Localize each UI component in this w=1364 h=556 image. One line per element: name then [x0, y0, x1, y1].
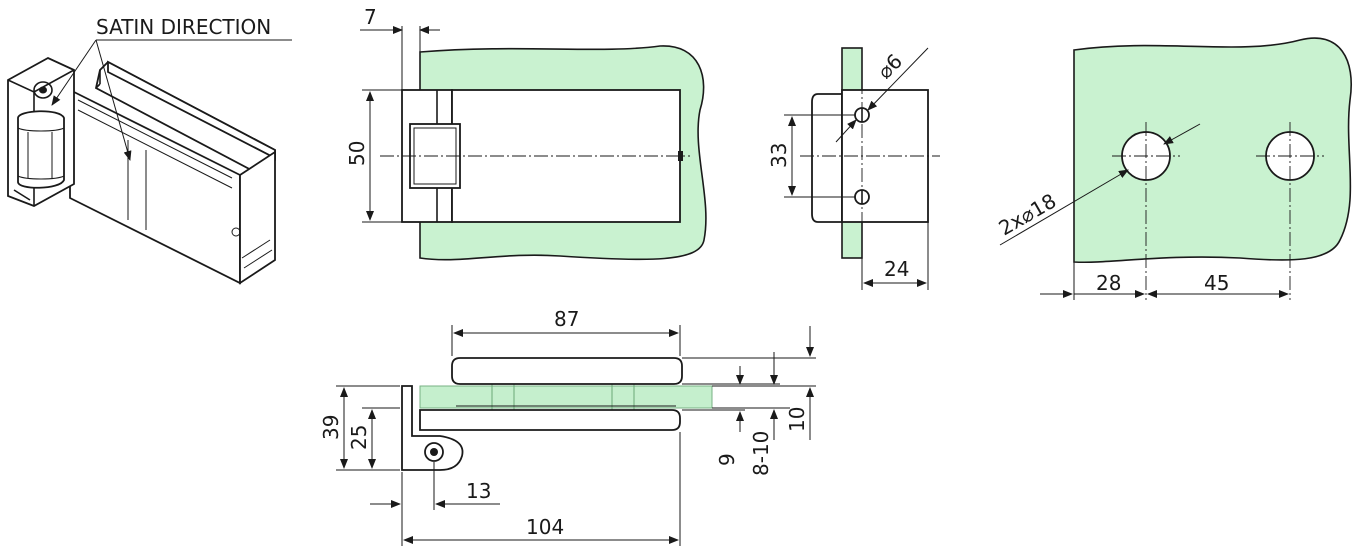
dim-glass-holes: 2x⌀18	[995, 189, 1061, 241]
dim-length-104: 104	[526, 515, 564, 539]
dim-gap-9: 9	[715, 453, 739, 466]
dim-hole-diameter: ⌀6	[873, 49, 907, 83]
dim-glass-thickness: 8-10	[749, 431, 773, 476]
dim-pivot-13: 13	[466, 479, 491, 503]
dim-top-offset: 7	[364, 5, 377, 29]
front-view: 7 50	[345, 5, 707, 261]
dim-height-50: 50	[345, 141, 369, 166]
isometric-view: SATIN DIRECTION	[7, 15, 292, 285]
dim-plate-10: 10	[785, 407, 809, 432]
dim-height-25: 25	[347, 425, 371, 450]
dim-length-87: 87	[554, 307, 579, 331]
top-view: 87 39 25 13 104 9 8-10	[319, 307, 816, 546]
satin-direction-label: SATIN DIRECTION	[96, 15, 271, 39]
dim-depth-24: 24	[884, 257, 909, 281]
side-view: 33 ⌀6 24	[767, 47, 940, 290]
dim-glass-edge: 28	[1096, 271, 1121, 295]
dim-height-39: 39	[319, 415, 343, 440]
dim-hole-spacing: 33	[767, 143, 791, 168]
dim-glass-spacing: 45	[1204, 271, 1229, 295]
glass-hole-view: 2x⌀18 28 45	[995, 37, 1352, 300]
